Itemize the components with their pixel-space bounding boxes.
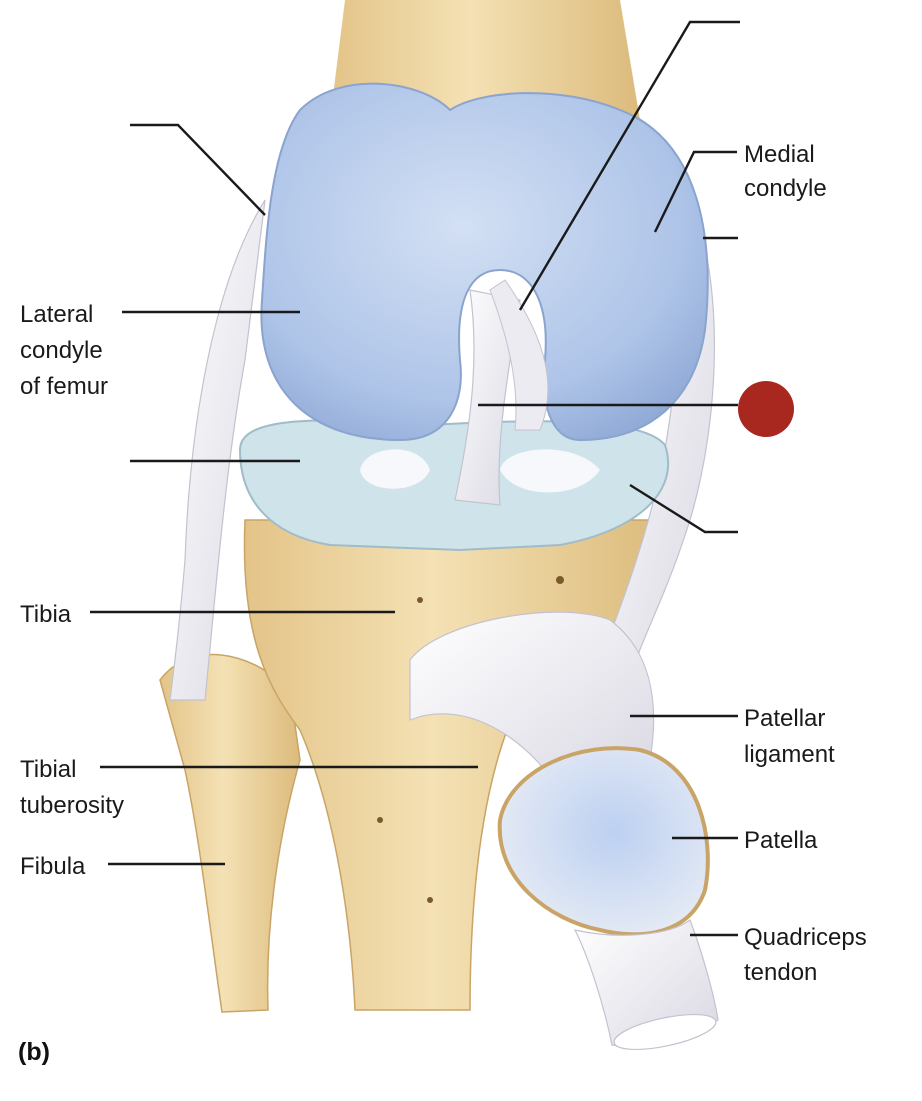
svg-text:Lateral: Lateral: [20, 301, 93, 328]
svg-text:Patellar: Patellar: [744, 705, 825, 732]
patella-bone: [497, 746, 710, 937]
red-circle-marker[interactable]: [738, 381, 794, 437]
label-tibia: Tibia: [20, 601, 72, 628]
svg-text:condyle: condyle: [744, 175, 827, 202]
leader-medial-condyle: [653, 150, 737, 233]
label-fibula: Fibula: [20, 853, 86, 880]
label-tibial-tuberosity: Tibial tuberosity: [20, 756, 124, 819]
svg-text:Tibia: Tibia: [20, 601, 72, 628]
fibula-bone: [159, 653, 301, 1013]
svg-text:ligament: ligament: [744, 741, 835, 768]
svg-text:of femur: of femur: [20, 373, 108, 400]
svg-text:tuberosity: tuberosity: [20, 792, 124, 819]
cruciate-ligaments: [454, 279, 549, 506]
label-patellar-ligament: Patellar ligament: [744, 705, 835, 768]
svg-text:condyle: condyle: [20, 337, 103, 364]
label-medial-condyle: Medial condyle: [744, 141, 827, 202]
fibular-collateral-ligament: [169, 199, 266, 701]
leader-lines: [90, 20, 740, 937]
patellar-ligament-shape: [409, 611, 655, 791]
svg-text:tendon: tendon: [744, 959, 817, 986]
svg-text:Fibula: Fibula: [20, 853, 86, 880]
svg-text:Patella: Patella: [744, 827, 818, 854]
leader-lateral-top: [130, 123, 266, 216]
svg-text:Quadriceps: Quadriceps: [744, 924, 867, 951]
label-quadriceps-tendon: Quadriceps tendon: [744, 924, 867, 986]
panel-label: (b): [18, 1038, 50, 1066]
svg-text:Medial: Medial: [744, 141, 815, 168]
label-patella: Patella: [744, 827, 818, 854]
label-lateral-condyle: Lateral condyle of femur: [20, 301, 108, 400]
menisci: [238, 419, 670, 552]
svg-text:Tibial: Tibial: [20, 756, 76, 783]
leader-medial-meniscus: [629, 483, 738, 534]
leader-acl: [518, 20, 740, 311]
quadriceps-tendon-shape: [573, 919, 719, 1051]
